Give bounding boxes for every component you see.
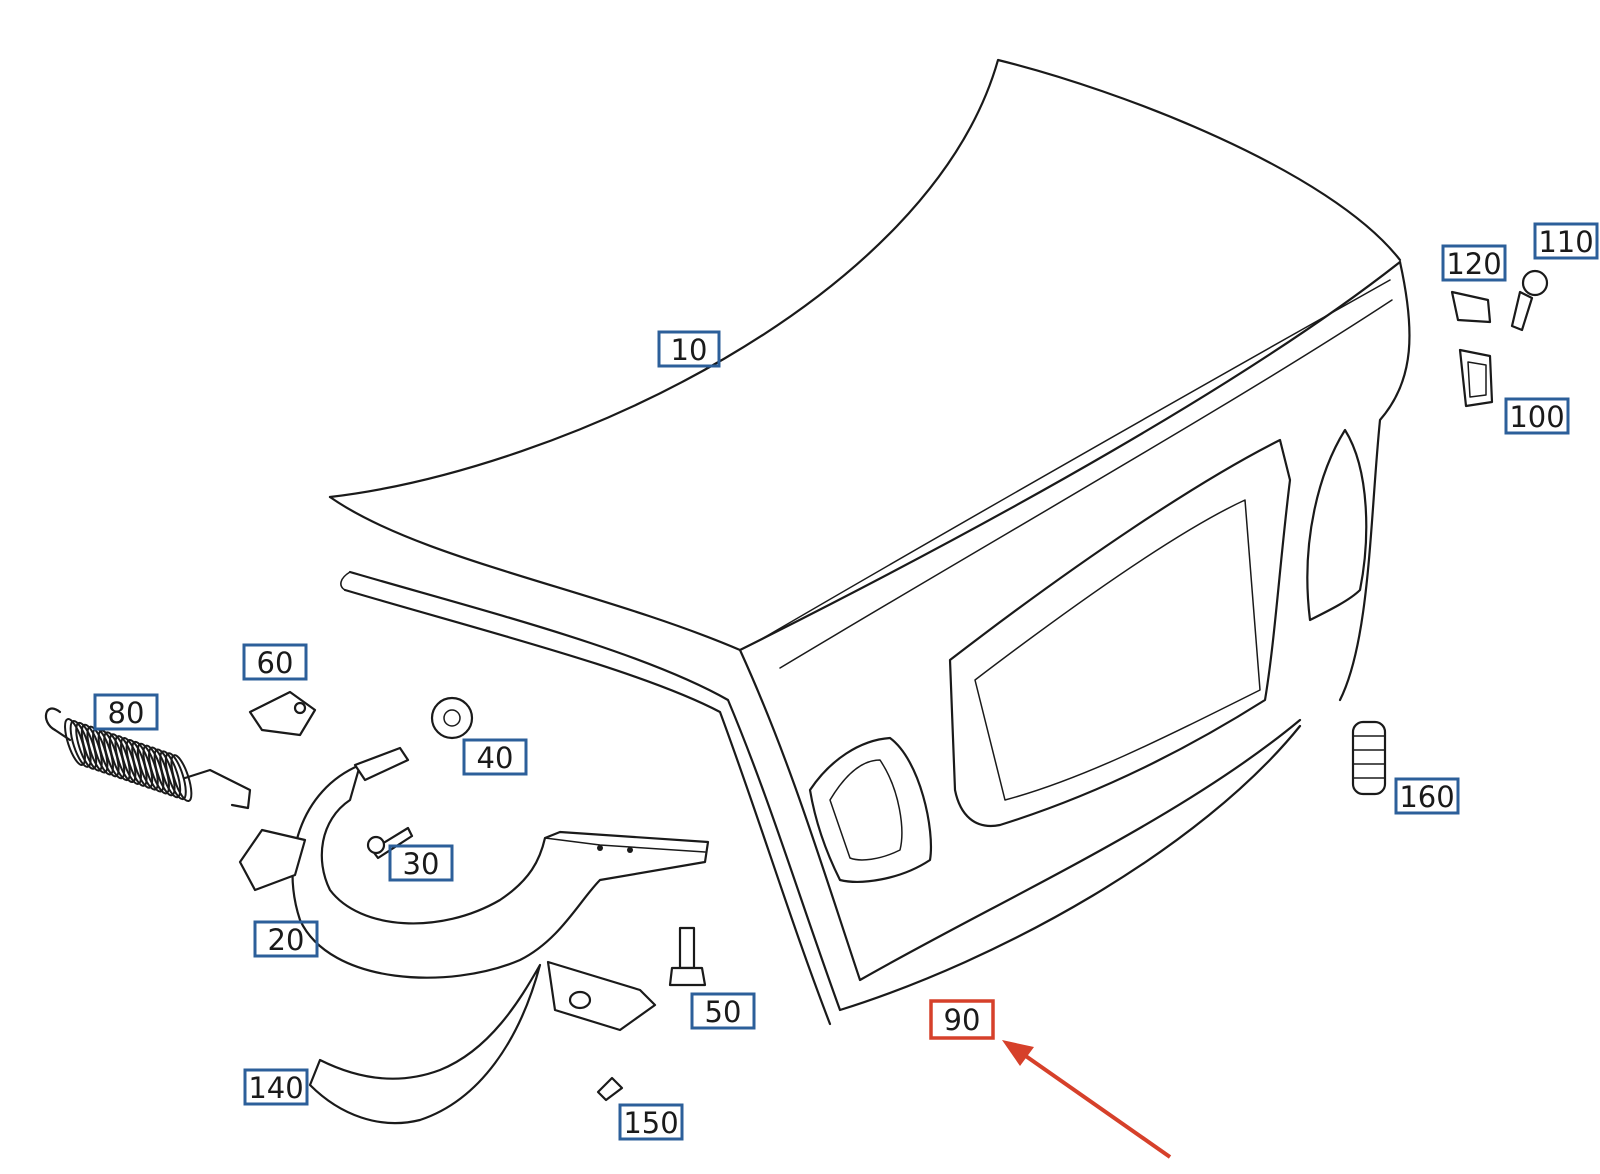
highlight-arrow <box>1002 1040 1172 1159</box>
hinge-arm-drawing <box>238 746 710 979</box>
callout-label-120: 120 <box>1446 247 1501 281</box>
callout-label-110: 110 <box>1538 225 1593 259</box>
callout-label-20: 20 <box>268 923 305 957</box>
callout-150[interactable]: 150 <box>618 1103 684 1141</box>
hinge-lower-drawing <box>308 960 657 1125</box>
callout-label-160: 160 <box>1399 780 1454 814</box>
callout-40[interactable]: 40 <box>462 738 528 776</box>
callout-110[interactable]: 110 <box>1533 222 1599 260</box>
callout-label-50: 50 <box>705 995 742 1029</box>
callout-60[interactable]: 60 <box>242 643 308 681</box>
callout-160[interactable]: 160 <box>1394 777 1460 815</box>
callout-label-100: 100 <box>1509 400 1564 434</box>
callout-120[interactable]: 120 <box>1441 244 1507 282</box>
callout-label-40: 40 <box>477 741 514 775</box>
callout-label-10: 10 <box>671 333 708 367</box>
callout-140[interactable]: 140 <box>243 1068 309 1106</box>
callout-label-150: 150 <box>623 1106 678 1140</box>
tension-spring-drawing <box>44 707 252 810</box>
callout-30[interactable]: 30 <box>388 844 454 882</box>
callout-label-80: 80 <box>108 696 145 730</box>
callout-label-60: 60 <box>257 646 294 680</box>
callout-label-140: 140 <box>248 1071 303 1105</box>
callout-50[interactable]: 50 <box>690 992 756 1030</box>
callout-10[interactable]: 10 <box>657 330 721 368</box>
callout-90[interactable]: 90 <box>929 999 995 1040</box>
callout-label-30: 30 <box>403 847 440 881</box>
callout-20[interactable]: 20 <box>253 920 319 958</box>
callout-100[interactable]: 100 <box>1504 397 1570 435</box>
callout-label-90: 90 <box>944 1003 981 1037</box>
callout-80[interactable]: 80 <box>93 693 159 731</box>
fastener-drawings <box>248 269 1549 1102</box>
trunk-lid-drawing <box>328 58 1411 1026</box>
